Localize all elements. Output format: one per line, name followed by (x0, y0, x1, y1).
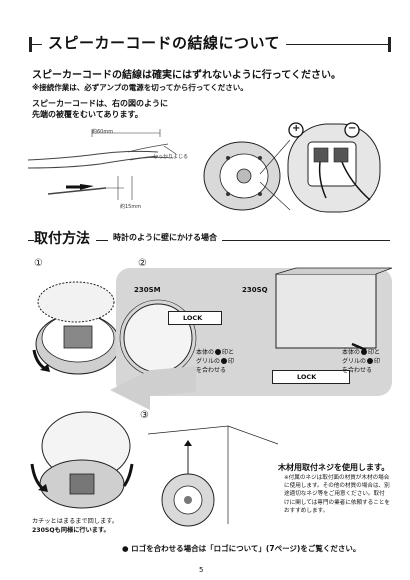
wood-screw-note: ※付属のネジは取付面の材質が木材の場合に使用します。その他の材質の場合は、別途適… (284, 475, 391, 514)
align-right-part-3: グリルの (342, 358, 367, 365)
align-right-line3: を合わせる (342, 367, 373, 374)
desc-line-1: スピーカーコードは、右の図のように (32, 99, 168, 108)
align-right-part-1: 本体の (342, 349, 361, 356)
align-right-line1: 本体の印と (342, 348, 380, 357)
power-off-note: ※接続作業は、必ずアンプの電源を切ってから行ってください。 (32, 83, 248, 92)
align-left-line2: グリルの印 (196, 357, 234, 366)
mount-subtitle: 時計のように壁にかける場合 (108, 232, 222, 243)
section-title-bar: スピーカーコードの結線について (29, 32, 391, 56)
minus-terminal-icon: − (348, 123, 357, 134)
align-right-part-4: 印 (374, 358, 381, 365)
dim-length-label: 約60mm (92, 129, 114, 135)
lock-strip-left: LOCK (168, 311, 222, 325)
dim-strip-label: 約15mm (120, 204, 142, 210)
lock-label-right: LOCK (297, 373, 317, 381)
plus-terminal-icon: + (292, 123, 301, 134)
mark-icon-right-body (361, 349, 368, 355)
rotate-caption-line1: カチッとはまるまで回します。 (32, 518, 119, 525)
step1-illustration (32, 281, 121, 375)
rotate-caption-line2: 230SQも同様に行います。 (32, 527, 110, 534)
align-instruction-right: 本体の印と グリルの印 を合わせる (342, 348, 380, 375)
step-2-marker: ② (138, 258, 147, 269)
cable-illustration (27, 129, 177, 200)
step1b-illustration (30, 411, 134, 509)
align-left-part-4: 印 (228, 358, 235, 365)
align-instruction-left: 本体の印と グリルの印 を合わせる (196, 348, 234, 375)
model-label-230sq: 230SQ (242, 286, 268, 294)
lock-strip-right: LOCK (272, 370, 350, 384)
lead-text: スピーカーコードの結線は確実にはずれないように行ってください。 (32, 70, 341, 81)
wood-screw-title: 木材用取付ネジを使用します。 (278, 463, 390, 472)
desc-line-2: 先端の被覆をむいてあります。 (32, 110, 143, 119)
terminal-illustration (203, 122, 381, 213)
title-endcap-left (29, 37, 32, 52)
align-left-line1: 本体の印と (196, 348, 234, 357)
align-right-part-2: 印と (368, 349, 381, 356)
rotate-caption: カチッとはまるまで回します。 230SQも同様に行います。 (32, 517, 118, 535)
mark-icon-left-body (215, 349, 222, 355)
align-left-part-2: 印と (222, 349, 235, 356)
title-endcap-right (388, 37, 391, 52)
align-left-part-1: 本体の (196, 349, 215, 356)
mark-icon-left-grille (221, 358, 228, 364)
twist-label: しっかりよじる (153, 154, 189, 160)
logo-footnote: ● ロゴを合わせる場合は「ロゴについて」(7ページ)をご覧ください。 (122, 544, 361, 553)
section-title-cable: スピーカーコードの結線について (42, 32, 287, 53)
step-3-marker: ③ (140, 410, 149, 421)
align-left-part-3: グリルの (196, 358, 221, 365)
strip-description: スピーカーコードは、右の図のように 先端の被覆をむいてあります。 (32, 98, 202, 120)
step-1-marker: ① (34, 258, 43, 269)
page-number: 5 (199, 566, 204, 574)
step3-illustration (147, 425, 279, 527)
lock-label-left: LOCK (183, 314, 203, 322)
align-left-line3: を合わせる (196, 367, 227, 374)
mount-title: 取付方法 (34, 228, 96, 248)
flow-arrow-icon (110, 366, 196, 410)
align-right-line2: グリルの印 (342, 357, 380, 366)
section-title-mount: 取付方法 時計のように壁にかける場合 (28, 228, 390, 251)
model-label-230sm: 230SM (134, 286, 161, 294)
mark-icon-right-grille (367, 358, 374, 364)
